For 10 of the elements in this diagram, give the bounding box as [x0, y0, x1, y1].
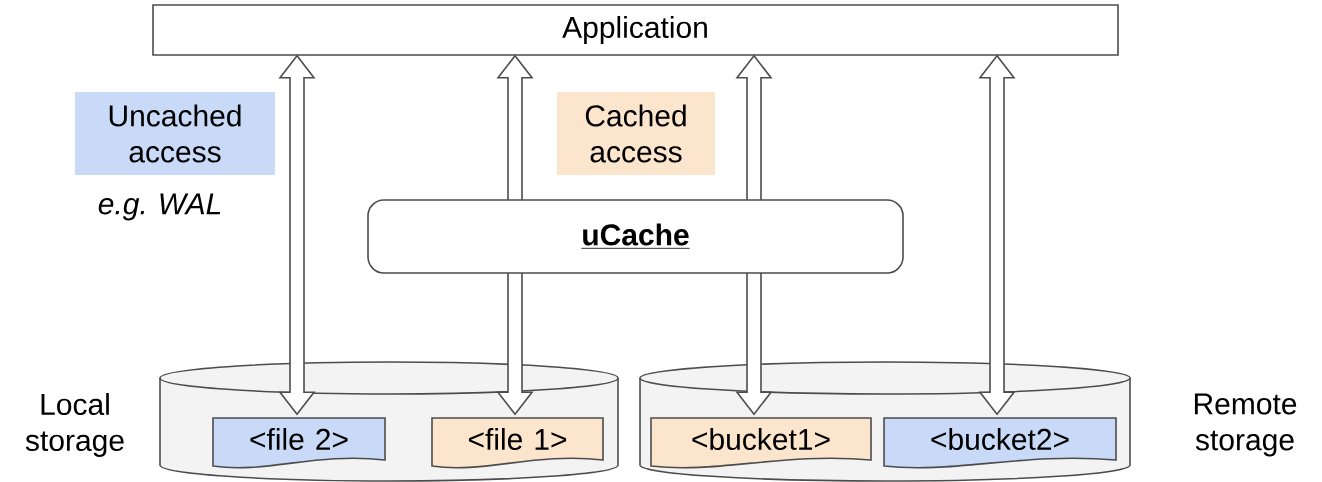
file-box: <file 1> [431, 417, 604, 469]
application-box: Application [152, 4, 1119, 56]
side-label: Remote storage [1194, 393, 1297, 457]
side-label: Local storage [25, 393, 124, 457]
file-box: <file 2> [212, 417, 386, 469]
label-box: Cached access [557, 92, 715, 175]
bucket-box: <bucket1> [650, 417, 872, 469]
bucket-box: <bucket2> [883, 417, 1117, 469]
side-label: e.g. WAL [98, 193, 221, 221]
cache-box: uCache [367, 199, 904, 274]
